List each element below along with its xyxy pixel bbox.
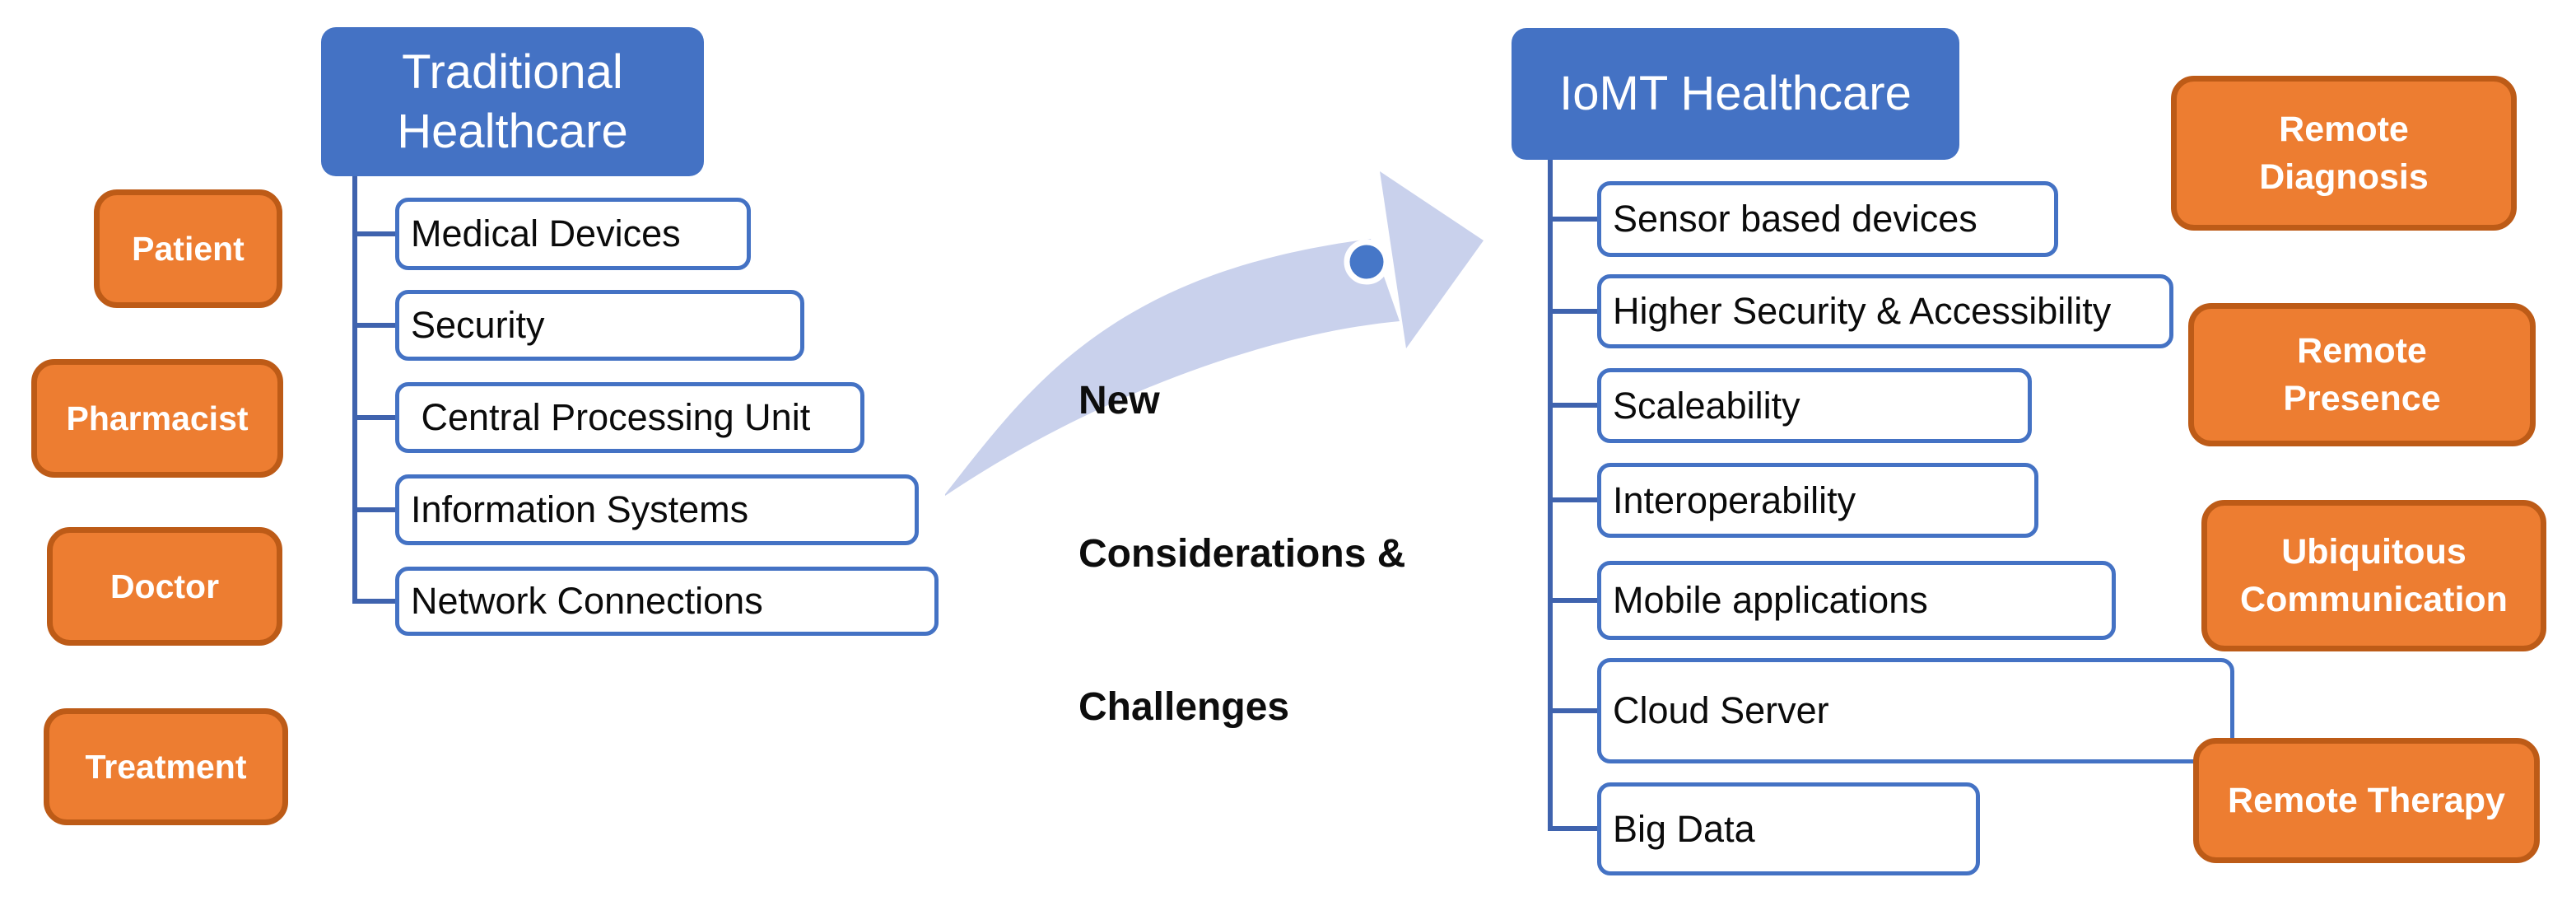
tree-branch-line: [352, 231, 397, 236]
header-line: IoMT Healthcare: [1559, 67, 1912, 120]
tree-item-label: Interoperability: [1613, 479, 1856, 521]
tree-item-label: Information Systems: [411, 488, 749, 530]
benefit-line: Remote: [2297, 331, 2427, 371]
benefit-line: Communication: [2240, 580, 2508, 619]
tree-item-label: Scaleability: [1613, 384, 1800, 427]
actor-box-patient: Patient: [94, 189, 282, 308]
tree-item-label: Higher Security & Accessibility: [1613, 290, 2112, 332]
benefit-box-remote-diagnosis: Remote Diagnosis: [2171, 76, 2517, 231]
traditional-tree-vertical-line: [352, 173, 357, 604]
tree-item-network-connections: Network Connections: [395, 567, 939, 636]
tree-item-scaleability: Scaleability: [1597, 368, 2032, 443]
benefit-box-remote-therapy: Remote Therapy: [2193, 738, 2540, 863]
benefit-line: Ubiquitous: [2281, 532, 2467, 572]
tree-item-label: Big Data: [1613, 807, 1755, 850]
tree-item-sensor-based-devices: Sensor based devices: [1597, 181, 2058, 257]
actor-box-doctor: Doctor: [47, 527, 282, 646]
header-line: Traditional: [402, 44, 623, 99]
tree-branch-line: [352, 599, 397, 604]
arrow-head: [1380, 171, 1484, 348]
tree-item-label: Mobile applications: [1613, 579, 1928, 621]
traditional-healthcare-header: Traditional Healthcare: [321, 27, 704, 176]
tree-item-label: Central Processing Unit: [411, 396, 811, 438]
tree-item-higher-security-accessibility: Higher Security & Accessibility: [1597, 274, 2173, 348]
benefit-line: Diagnosis: [2259, 157, 2429, 197]
tree-branch-line: [1548, 217, 1597, 222]
tree-branch-line: [1548, 826, 1597, 831]
actor-box-treatment: Treatment: [44, 708, 288, 825]
tree-branch-line: [1548, 708, 1597, 713]
benefit-line: Remote Therapy: [2228, 781, 2505, 820]
transition-caption: New Considerations & Challenges: [1078, 273, 1405, 835]
benefit-box-remote-presence: Remote Presence: [2188, 303, 2536, 446]
benefit-line: Presence: [2283, 379, 2441, 418]
tree-item-security: Security: [395, 290, 804, 361]
tree-branch-line: [352, 507, 397, 512]
tree-item-big-data: Big Data: [1597, 782, 1980, 875]
tree-item-label: Medical Devices: [411, 212, 681, 254]
arrow-dot-icon: [1344, 239, 1390, 285]
header-line: Healthcare: [397, 104, 628, 158]
tree-branch-line: [352, 323, 397, 328]
tree-item-information-systems: Information Systems: [395, 474, 919, 545]
tree-item-label: Security: [411, 304, 545, 346]
tree-item-interoperability: Interoperability: [1597, 463, 2038, 538]
caption-line: New: [1078, 379, 1160, 422]
iomt-healthcare-header: IoMT Healthcare: [1512, 28, 1959, 160]
benefit-line: Remote: [2279, 110, 2409, 149]
tree-branch-line: [1548, 497, 1597, 502]
tree-item-label: Network Connections: [411, 580, 763, 622]
iomt-tree-vertical-line: [1548, 160, 1553, 831]
tree-item-label: Sensor based devices: [1613, 198, 1977, 240]
tree-item-cloud-server: Cloud Server: [1597, 658, 2234, 763]
actor-label: Doctor: [109, 567, 220, 605]
tree-item-medical-devices: Medical Devices: [395, 198, 751, 270]
actor-box-pharmacist: Pharmacist: [31, 359, 283, 478]
tree-branch-line: [1548, 309, 1597, 314]
caption-line: Challenges: [1078, 685, 1290, 729]
actor-label: Patient: [132, 230, 245, 268]
benefit-box-ubiquitous-communication: Ubiquitous Communication: [2201, 500, 2546, 651]
tree-branch-line: [1548, 403, 1597, 408]
tree-item-mobile-applications: Mobile applications: [1597, 561, 2116, 640]
tree-item-central-processing-unit: Central Processing Unit: [395, 382, 864, 453]
tree-branch-line: [1548, 598, 1597, 603]
tree-branch-line: [352, 415, 397, 420]
actor-label: Treatment: [85, 748, 247, 786]
tree-item-label: Cloud Server: [1613, 689, 1829, 731]
caption-line: Considerations &: [1078, 532, 1406, 576]
actor-label: Pharmacist: [66, 399, 249, 437]
arrow-swoosh-band: [945, 239, 1400, 496]
